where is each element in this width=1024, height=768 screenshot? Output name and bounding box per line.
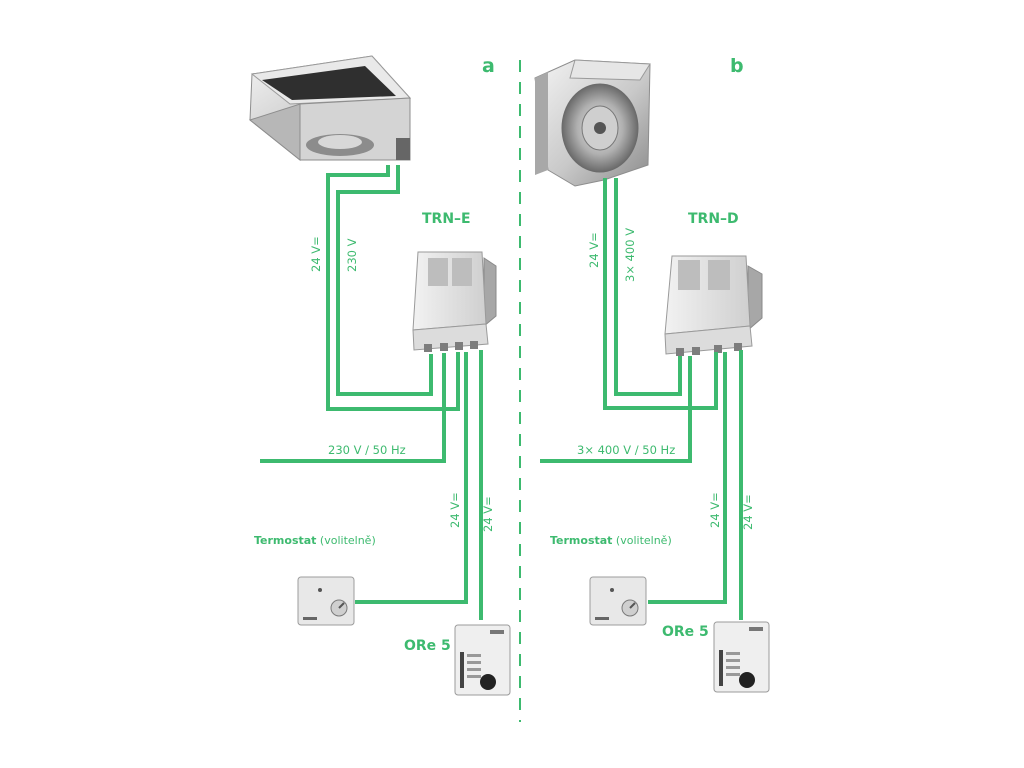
plug-fan-icon bbox=[534, 59, 651, 187]
control-box-icon bbox=[664, 255, 763, 356]
ore-label-a: ORe 5 bbox=[404, 638, 451, 654]
wires-a bbox=[260, 165, 483, 620]
label-wire-thermostat-b: 24 V= bbox=[708, 492, 722, 528]
panel-b: b TRN–D bbox=[534, 55, 770, 693]
label-wire-fan-power-a: 230 V bbox=[345, 238, 359, 272]
thermostat-note-b: (volitelně) bbox=[612, 534, 671, 547]
wire-thermostat-b bbox=[648, 352, 727, 604]
label-mains-a: 230 V / 50 Hz bbox=[328, 443, 406, 457]
label-wire-ore-a: 24 V= bbox=[481, 496, 495, 532]
panel-a: a TRN–E bbox=[248, 55, 511, 696]
wire-mains-b bbox=[540, 356, 692, 463]
thermostat-note-a: (volitelně) bbox=[316, 534, 375, 547]
panel-letter-b: b bbox=[730, 55, 744, 77]
thermostat-icon bbox=[297, 576, 355, 626]
wire-thermostat-a bbox=[355, 352, 468, 604]
label-wire-ore-b: 24 V= bbox=[741, 494, 755, 530]
control-box-icon bbox=[412, 251, 497, 352]
wire-fan-power-a bbox=[336, 165, 433, 396]
ore5-controller-icon bbox=[713, 621, 770, 693]
wire-fan-low-b bbox=[603, 178, 718, 410]
ore5-controller-icon bbox=[454, 624, 511, 696]
wire-fan-low-a bbox=[326, 165, 460, 411]
label-wire-fan-low-a: 24 V= bbox=[309, 236, 323, 272]
thermostat-icon bbox=[589, 576, 647, 626]
controller-label-a: TRN–E bbox=[422, 211, 471, 227]
thermostat-name-a: Termostat bbox=[254, 534, 316, 547]
thermostat-name-b: Termostat bbox=[550, 534, 612, 547]
label-mains-b: 3× 400 V / 50 Hz bbox=[577, 443, 675, 457]
wires-b bbox=[540, 178, 743, 620]
label-wire-thermostat-a: 24 V= bbox=[448, 492, 462, 528]
thermostat-label-a: Termostat (volitelně) bbox=[254, 534, 376, 547]
wire-mains-a bbox=[260, 353, 446, 463]
wire-fan-power-b bbox=[614, 178, 682, 396]
controller-label-b: TRN–D bbox=[688, 211, 739, 227]
duct-fan-icon bbox=[248, 55, 412, 162]
thermostat-label-b: Termostat (volitelně) bbox=[550, 534, 672, 547]
ore-label-b: ORe 5 bbox=[662, 624, 709, 640]
label-wire-fan-low-b: 24 V= bbox=[587, 232, 601, 268]
label-wire-fan-power-b: 3× 400 V bbox=[623, 228, 637, 282]
panel-letter-a: a bbox=[482, 55, 495, 77]
